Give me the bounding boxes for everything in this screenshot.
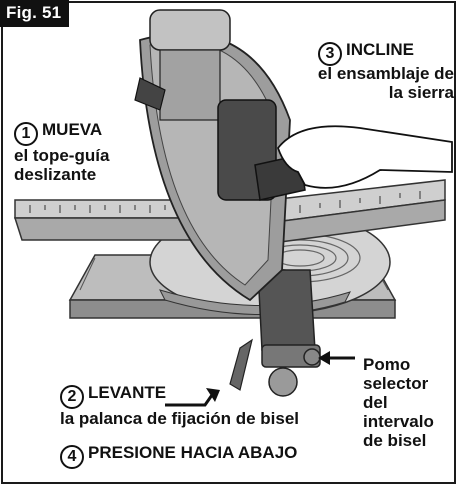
- callout-line-5: de bisel: [363, 431, 427, 450]
- callout-line-2: selector: [363, 374, 429, 393]
- step-1-action: MUEVA: [42, 120, 103, 139]
- saw-head: [134, 9, 306, 302]
- figure-label: Fig. 51: [0, 0, 70, 27]
- step-3-detail-2: la sierra: [388, 83, 454, 102]
- lever-arrow: [165, 388, 220, 407]
- step-3-detail-1: el ensamblaje de: [317, 64, 454, 83]
- fence-right: [269, 179, 446, 243]
- step-1-number: 1: [14, 122, 38, 146]
- step-4-action: PRESIONE HACIA ABAJO: [88, 443, 298, 462]
- step-2-detail: la palanca de fijación de bisel: [60, 409, 300, 428]
- step-1-detail-2: deslizante: [14, 165, 97, 184]
- step-3-action: INCLINE: [346, 40, 414, 59]
- step-3-number: 3: [318, 42, 342, 66]
- bevel-knob-callout: Pomo selector del intervalo de bisel: [363, 355, 434, 450]
- step-1-detail-1: el tope-guía: [14, 146, 110, 165]
- callout-line-4: intervalo: [363, 412, 434, 431]
- step-2-action: LEVANTE: [88, 383, 167, 402]
- step-3-detail: el ensamblaje de la sierra: [284, 64, 454, 102]
- callout-line-3: del: [363, 393, 388, 412]
- callout-line-1: Pomo: [363, 355, 411, 374]
- step-2-number: 2: [60, 385, 84, 409]
- hand-illustration: [276, 125, 453, 189]
- knob-arrow: [318, 351, 355, 365]
- step-4-number: 4: [60, 445, 84, 469]
